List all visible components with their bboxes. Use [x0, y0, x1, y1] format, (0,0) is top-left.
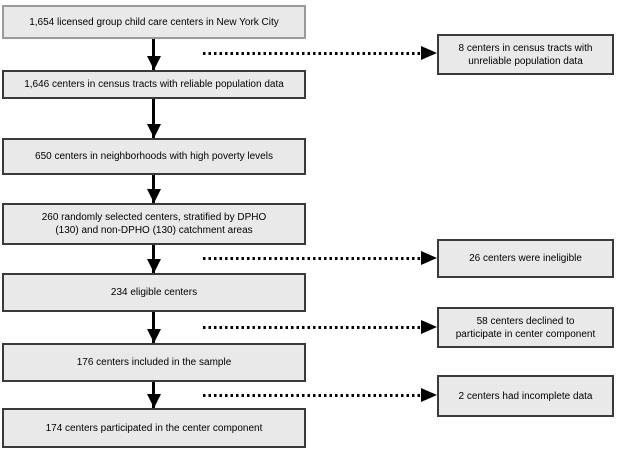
- flow-box-participating-centers: 174 centers participated in the center c…: [2, 408, 306, 448]
- flow-box-sample-centers-label: 176 centers included in the sample: [76, 357, 232, 368]
- flow-box-random-selection-label: 260 randomly selected centers, stratifie…: [41, 212, 267, 236]
- exclusion-box-declined-label: 58 centers declined to participate in ce…: [455, 315, 596, 340]
- down-arrow-3-icon: [152, 175, 155, 203]
- dotted-arrow-3-icon: [203, 326, 421, 329]
- exclusion-box-ineligible-label: 26 centers were ineligible: [469, 253, 582, 264]
- exclusion-box-unreliable-population: 8 centers in census tracts with unreliab…: [437, 34, 614, 75]
- flow-box-high-poverty-label: 650 centers in neighborhoods with high p…: [35, 151, 273, 162]
- down-arrow-1-icon: [152, 39, 155, 70]
- flow-box-eligible-centers: 234 eligible centers: [2, 273, 306, 312]
- down-arrow-2-icon: [152, 99, 155, 138]
- exclusion-box-incomplete-data: 2 centers had incomplete data: [437, 375, 614, 417]
- exclusion-box-incomplete-data-label: 2 centers had incomplete data: [458, 390, 593, 402]
- dotted-arrow-1-icon: [203, 52, 421, 55]
- down-arrow-4-icon: [152, 245, 155, 273]
- flow-box-random-selection: 260 randomly selected centers, stratifie…: [2, 203, 306, 245]
- flow-box-reliable-population: 1,646 centers in census tracts with reli…: [2, 70, 306, 99]
- flow-box-high-poverty: 650 centers in neighborhoods with high p…: [2, 138, 306, 175]
- down-arrow-5-icon: [152, 312, 155, 343]
- dotted-arrow-4-icon: [203, 394, 421, 397]
- exclusion-box-unreliable-population-label: 8 centers in census tracts with unreliab…: [458, 42, 593, 67]
- down-arrow-6-icon: [152, 382, 155, 408]
- flow-box-eligible-centers-label: 234 eligible centers: [110, 287, 198, 298]
- dotted-arrow-2-icon: [203, 257, 421, 260]
- flow-box-sample-centers: 176 centers included in the sample: [2, 343, 306, 382]
- exclusion-box-declined: 58 centers declined to participate in ce…: [437, 307, 614, 348]
- flow-box-participating-centers-label: 174 centers participated in the center c…: [45, 422, 263, 434]
- flow-box-total-centers: 1,654 licensed group child care centers …: [2, 5, 306, 39]
- flow-box-total-centers-label: 1,654 licensed group child care centers …: [29, 16, 279, 28]
- flow-box-reliable-population-label: 1,646 centers in census tracts with reli…: [24, 79, 284, 90]
- exclusion-box-ineligible: 26 centers were ineligible: [437, 239, 614, 278]
